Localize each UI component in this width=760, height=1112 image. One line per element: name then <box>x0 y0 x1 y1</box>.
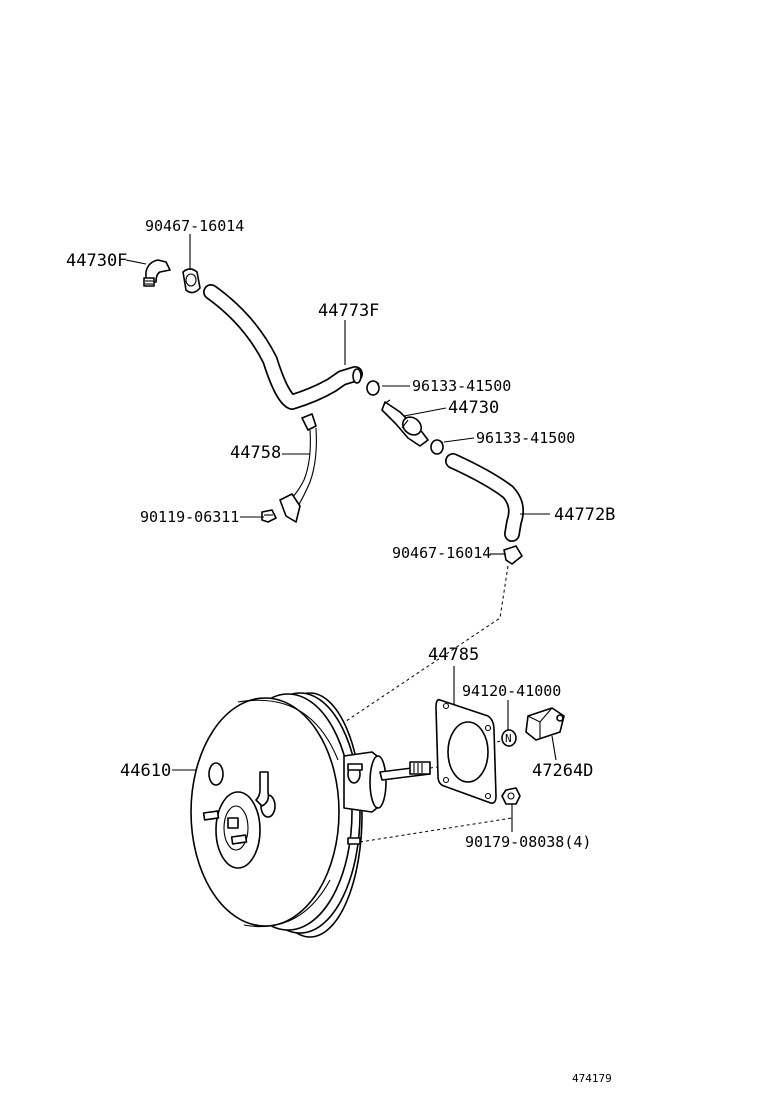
label-44730: 44730 <box>448 398 499 418</box>
clevis-47264D <box>525 707 565 741</box>
hose-clip-top <box>182 268 201 294</box>
label-44610: 44610 <box>120 761 171 781</box>
label-44773F: 44773F <box>318 301 379 321</box>
label-47264D: 47264D <box>532 761 593 781</box>
figure-reference: 474179 <box>572 1072 612 1085</box>
label-96133-41500-a: 96133-41500 <box>412 377 511 395</box>
bolt-90119-06311 <box>261 509 277 523</box>
nut-94120-41000: N <box>501 729 517 747</box>
nut-marker: N <box>505 732 512 745</box>
hose-bracket-44758 <box>279 413 317 523</box>
leader-47264D <box>551 735 557 761</box>
brake-booster-44610 <box>190 692 431 938</box>
nut-90179-08038 <box>501 787 521 805</box>
fitting-44730F <box>143 259 171 287</box>
label-90119-06311: 90119-06311 <box>140 508 239 526</box>
label-94120-41000: 94120-41000 <box>462 682 561 700</box>
connection-line-stud-lower <box>359 817 513 843</box>
leader-44730F <box>125 259 147 265</box>
label-90467-16014-top: 90467-16014 <box>145 217 244 235</box>
gasket-44785 <box>435 698 497 804</box>
hose-clip-upper <box>366 380 380 396</box>
hose-clip-lower <box>430 439 444 455</box>
label-96133-41500-b: 96133-41500 <box>476 429 575 447</box>
hose-clip-middle <box>503 545 523 565</box>
label-44758: 44758 <box>230 443 281 463</box>
label-44772B: 44772B <box>554 505 615 525</box>
label-44730F: 44730F <box>66 251 127 271</box>
vacuum-hose-44773F <box>203 284 363 410</box>
vacuum-hose-44772B <box>445 453 524 542</box>
leader-96133-41500-b <box>443 437 475 443</box>
label-90179-08038: 90179-08038(4) <box>465 833 591 851</box>
check-valve-44730 <box>381 399 429 447</box>
leader-44730 <box>403 407 447 417</box>
label-44785: 44785 <box>428 645 479 665</box>
label-90467-16014-mid: 90467-16014 <box>392 544 491 562</box>
